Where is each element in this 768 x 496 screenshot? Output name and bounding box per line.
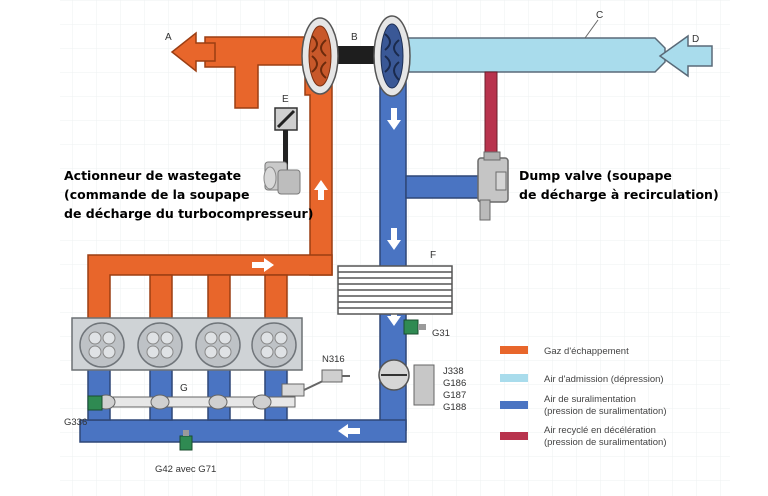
wastegate-annotation-line-1: Actionneur de wastegate (64, 168, 241, 183)
label-n316: N316 (322, 354, 345, 365)
legend-swatch-exhaust (500, 346, 528, 354)
label-g336: G336 (64, 417, 87, 428)
throttle-body (378, 359, 410, 391)
label-g42: G42 avec G71 (155, 464, 216, 475)
recirculation-pipe (484, 71, 498, 163)
exhaust-outlet-arrow (170, 31, 216, 73)
dump-valve-annotation-line-1: Dump valve (soupape (519, 168, 672, 183)
turbine-housing (301, 17, 339, 95)
intercooler-f (337, 265, 453, 315)
legend-item-recycled: Air recyclé en décélération (pression de… (500, 425, 667, 448)
engine-cylinders (79, 322, 297, 368)
sensor-labels: J338 G186 G187 G188 (443, 366, 466, 413)
exhaust-flow-arrows (252, 180, 328, 272)
legend-text-recycled-1: Air recyclé en décélération (544, 425, 656, 436)
legend-swatch-charge-air (500, 401, 528, 409)
label-g31: G31 (432, 328, 450, 339)
label-j338: J338 (443, 366, 464, 377)
legend-item-charge-air: Air de suralimentation (pression de sura… (500, 394, 667, 417)
legend-swatch-intake (500, 374, 528, 382)
wastegate-valve-e (274, 107, 298, 131)
label-g: G (180, 383, 188, 394)
label-f: F (430, 250, 436, 261)
intake-arrow (658, 34, 713, 78)
label-a: A (165, 32, 172, 43)
intake-air-duct (403, 37, 666, 73)
throttle-control-unit (413, 364, 435, 406)
legend-text-intake: Air d'admission (dépression) (544, 374, 664, 385)
wastegate-actuator (263, 161, 301, 195)
label-e: E (282, 94, 289, 105)
label-g188: G188 (443, 402, 466, 413)
compressor-housing (373, 15, 411, 97)
legend-item-exhaust: Gaz d'échappement (500, 346, 629, 357)
dump-valve-annotation: Dump valve (soupape de décharge à recirc… (519, 168, 719, 202)
legend-text-charge-air-2: (pression de suralimentation) (544, 406, 667, 417)
label-b: B (351, 32, 358, 43)
label-d: D (692, 34, 699, 45)
g31-pressure-sensor (403, 319, 426, 335)
charge-air-flow-arrows (338, 108, 401, 438)
legend-item-intake: Air d'admission (dépression) (500, 374, 664, 385)
label-g187: G187 (443, 390, 466, 401)
n316-valve (321, 369, 350, 383)
label-c: C (596, 10, 603, 21)
g42-g71-sensor (179, 430, 193, 451)
g336-sensor (87, 395, 103, 411)
legend-swatch-recycled (500, 432, 528, 440)
legend-text-recycled-2: (pression de suralimentation) (544, 437, 667, 448)
wastegate-annotation: Actionneur de wastegate (commande de la … (64, 168, 313, 221)
dump-valve-annotation-line-2: de décharge à recirculation) (519, 187, 719, 202)
dump-valve (477, 151, 509, 221)
turbo-shaft (328, 46, 384, 64)
wastegate-rod (283, 130, 288, 175)
wastegate-annotation-line-3: de décharge du turbocompresseur) (64, 206, 313, 221)
legend: Gaz d'échappement Air d'admission (dépre… (500, 346, 667, 448)
exhaust-duct (87, 36, 333, 321)
label-g186: G186 (443, 378, 466, 389)
legend-text-charge-air-1: Air de suralimentation (544, 394, 636, 405)
wastegate-annotation-line-2: (commande de la soupape (64, 187, 249, 202)
label-c-leader (584, 19, 599, 39)
legend-text-exhaust: Gaz d'échappement (544, 346, 629, 357)
